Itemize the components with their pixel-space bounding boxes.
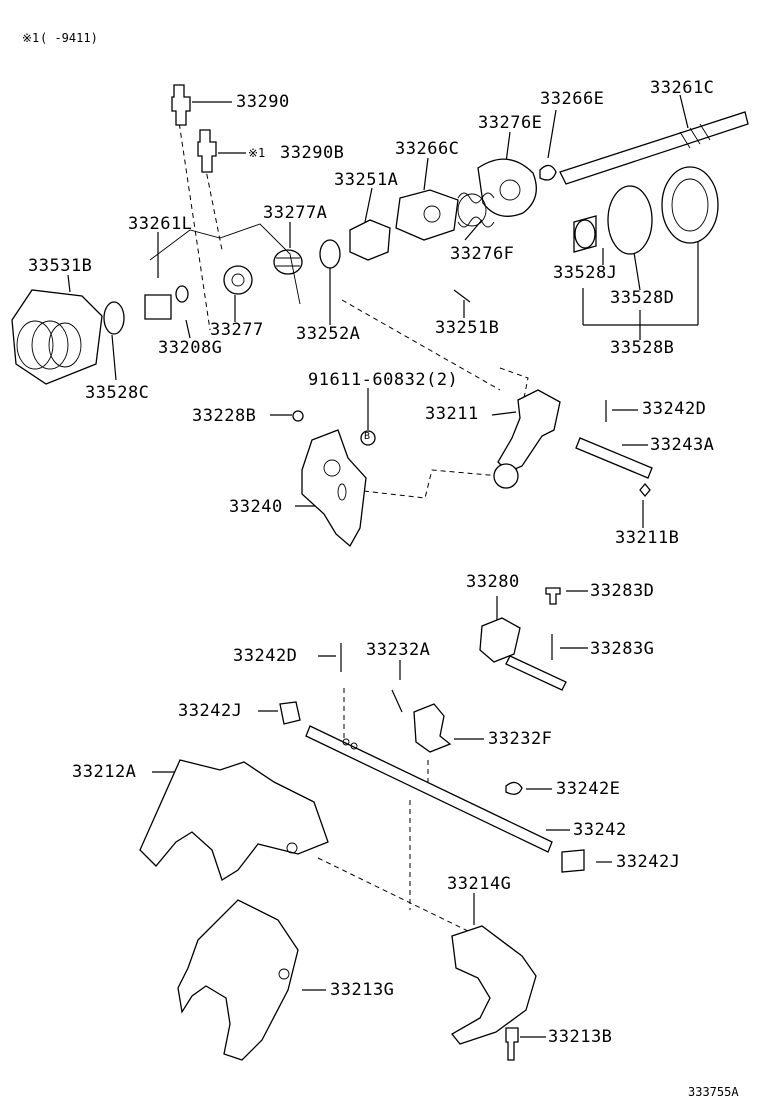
part-label-33251b: 33251B <box>435 318 500 338</box>
part-label-33243a: 33243A <box>650 435 715 455</box>
part-label-33277a: 33277A <box>263 203 328 223</box>
lower-assembly <box>139 587 585 1061</box>
part-label-33213b: 33213B <box>548 1027 613 1047</box>
part-label-33528d: 33528D <box>610 288 675 308</box>
part-label-33242: 33242 <box>573 820 627 840</box>
part-label-33283g: 33283G <box>590 639 655 659</box>
part-label-33232f: 33232F <box>488 729 553 749</box>
part-label-33283d: 33283D <box>590 581 655 601</box>
part-label-33266c: 33266C <box>395 139 460 159</box>
upper-assembly <box>11 84 749 548</box>
part-label-33251a: 33251A <box>334 170 399 190</box>
part-label-33242d-mid: 33242D <box>233 646 298 666</box>
part-label-33211b: 33211B <box>615 528 680 548</box>
part-label-91611-60832: 91611-60832(2) <box>308 370 459 390</box>
part-label-33242j-right: 33242J <box>616 852 681 872</box>
part-label-33266e: 33266E <box>540 89 605 109</box>
callout-badge: B <box>364 431 371 442</box>
note-range: ( -9411) <box>40 31 98 45</box>
part-label-33214g: 33214G <box>447 874 512 894</box>
part-label-33242e: 33242E <box>556 779 621 799</box>
part-label-33290b-mark: ※1 <box>248 146 266 160</box>
part-label-33232a: 33232A <box>366 640 431 660</box>
diagram-code: 333755A <box>688 1085 739 1099</box>
dashed-lines <box>177 114 529 933</box>
part-label-33261c: 33261C <box>650 78 715 98</box>
part-label-33528c: 33528C <box>85 383 150 403</box>
part-label-33252a: 33252A <box>296 324 361 344</box>
part-label-33528b: 33528B <box>610 338 675 358</box>
part-label-33261l: 33261L <box>128 214 193 234</box>
part-label-33531b: 33531B <box>28 256 93 276</box>
part-label-33528j: 33528J <box>553 263 618 283</box>
part-label-33277: 33277 <box>210 320 264 340</box>
part-label-33228b: 33228B <box>192 406 257 426</box>
part-label-33276f: 33276F <box>450 244 515 264</box>
note-mark: ※1 <box>22 31 40 45</box>
part-label-33290: 33290 <box>236 92 290 112</box>
part-label-33211: 33211 <box>425 404 479 424</box>
part-label-33242d-top: 33242D <box>642 399 707 419</box>
part-label-33280: 33280 <box>466 572 520 592</box>
part-label-33213g: 33213G <box>330 980 395 1000</box>
part-label-33240: 33240 <box>229 497 283 517</box>
part-label-33212a: 33212A <box>72 762 137 782</box>
part-label-33276e: 33276E <box>478 113 543 133</box>
part-label-33242j-left: 33242J <box>178 701 243 721</box>
part-label-33290b: 33290B <box>280 143 345 163</box>
part-label-33208g: 33208G <box>158 338 223 358</box>
